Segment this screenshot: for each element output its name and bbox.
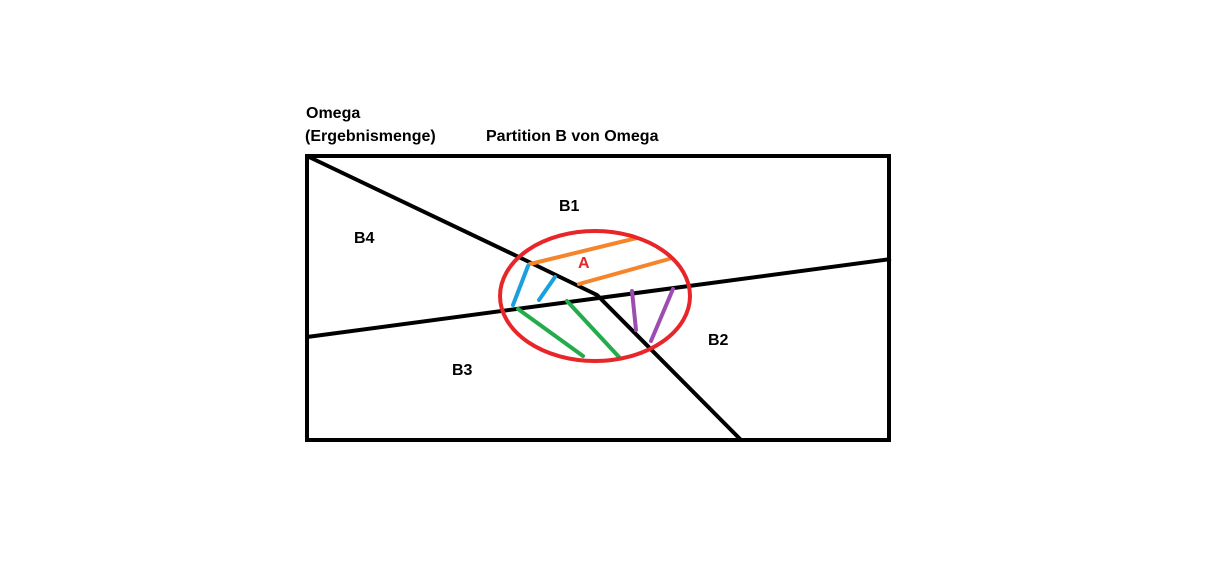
hatch-b3	[516, 299, 621, 359]
hatch-b1	[528, 236, 671, 286]
omega-label: Omega	[306, 105, 361, 122]
partition-title: Partition B von Omega	[486, 128, 659, 145]
region-b2-label: B2	[708, 332, 729, 349]
region-b3-label: B3	[452, 362, 473, 379]
hatch-b4	[511, 264, 557, 307]
boundary-line-horizontal	[306, 257, 892, 339]
set-a-label: A	[578, 255, 590, 272]
boundary-line-b1-b4	[306, 154, 743, 442]
omega-subtitle-label: (Ergebnismenge)	[305, 128, 436, 145]
set-a-ellipse	[498, 229, 692, 363]
omega-rectangle	[305, 154, 891, 442]
region-b1-label: B1	[559, 198, 580, 215]
region-b4-label: B4	[354, 230, 375, 247]
hatch-b2	[630, 287, 675, 343]
